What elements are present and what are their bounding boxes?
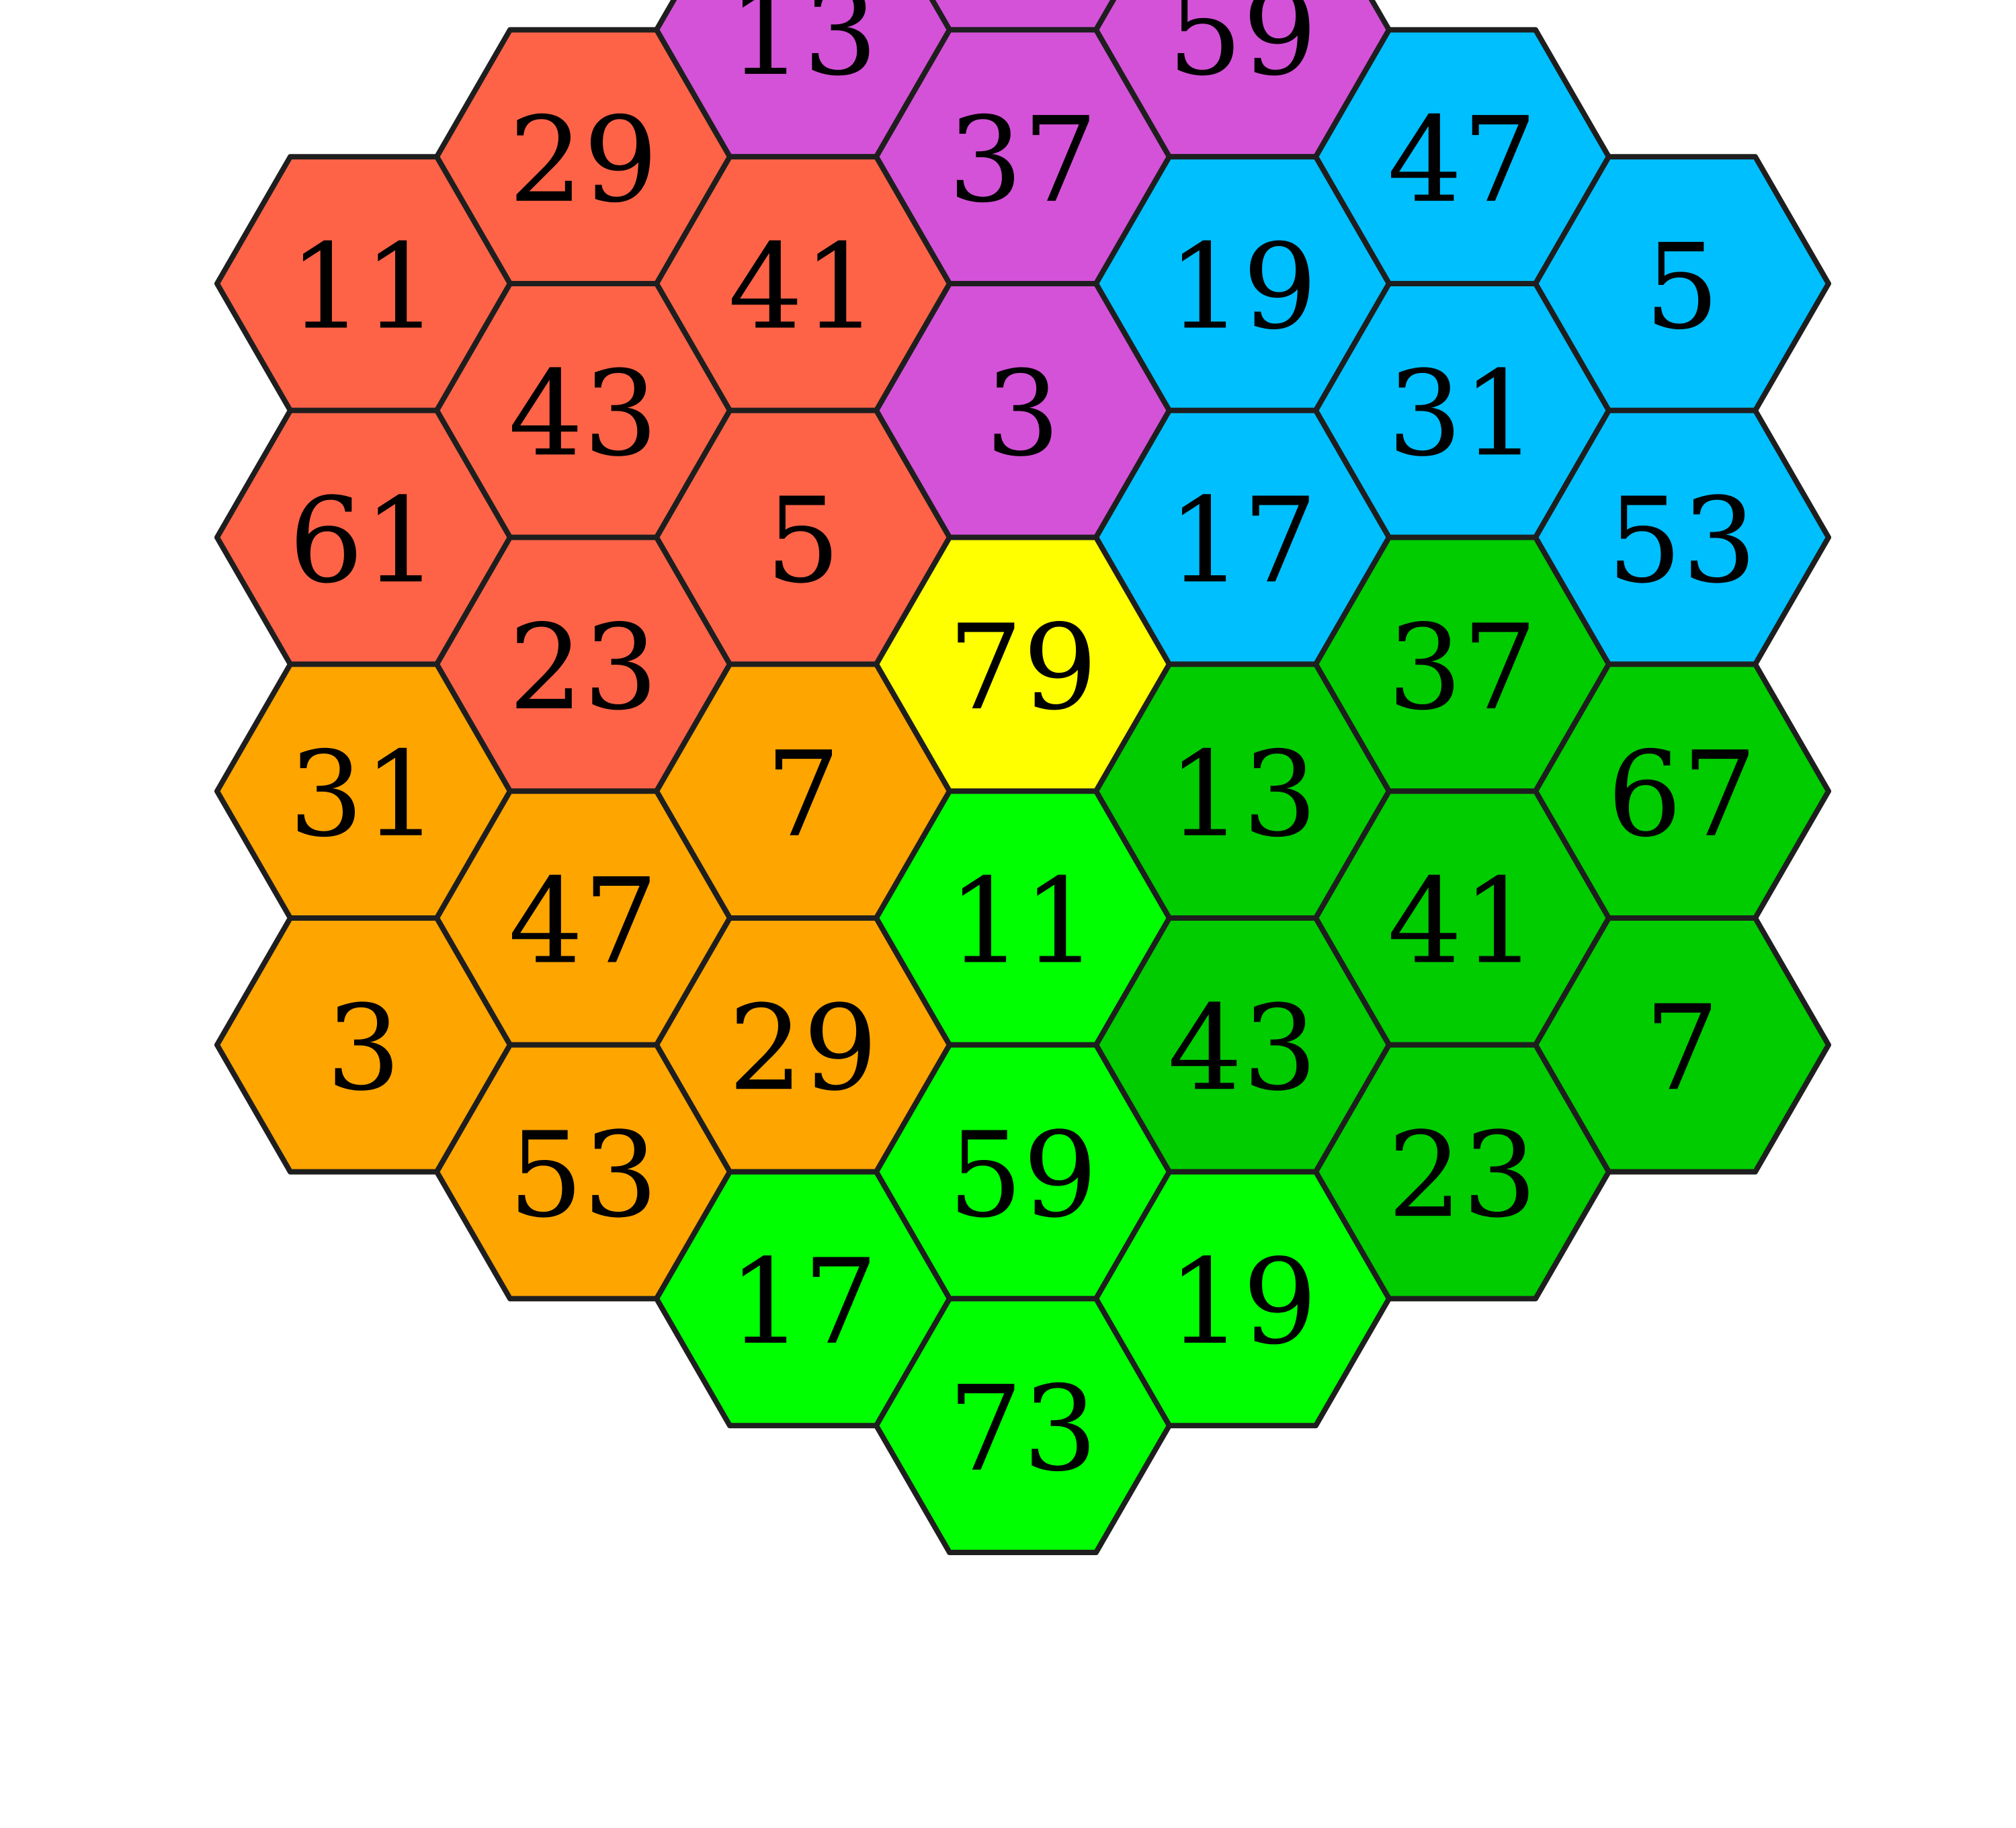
hex-number-label: 29 [728,981,878,1117]
hex-number-label: 61 [289,473,439,610]
hex-number-label: 79 [948,600,1098,737]
hex-number-label: 41 [1388,854,1538,991]
hex-cell: 59 [1093,0,1392,160]
hex-number-label: 67 [1607,727,1757,864]
hex-number-label: 7 [1644,981,1719,1117]
hex-cell: 53 [434,1042,732,1302]
hex-cell: 13 [1093,661,1392,921]
hex-cell: 19 [1093,1169,1392,1429]
hex-number-label: 13 [728,0,878,102]
hex-number-label: 47 [509,854,659,991]
hex-cell: 53 [1533,407,1831,667]
hex-number-label: 43 [509,346,659,483]
hex-number-label: 5 [765,473,840,610]
hex-number-label: 41 [728,220,878,356]
hex-number-label: 7 [765,727,840,864]
hex-cell: 5 [654,407,952,667]
hex-cell: 47 [1313,27,1611,286]
hex-number-label: 37 [1388,600,1538,737]
hex-cell: 31 [1313,281,1611,540]
hex-cell: 79 [874,534,1172,794]
hex-number-label: 17 [1168,473,1318,610]
hex-cell: 37 [1313,534,1611,794]
hex-cell: 43 [434,281,732,540]
hex-cell: 61 [214,407,513,667]
hex-cell: 11 [214,154,513,413]
hex-number-label: 13 [1168,727,1318,864]
hex-number-label: 19 [1168,220,1318,356]
hex-cell: 43 [1093,915,1392,1175]
hex-cell: 37 [874,27,1172,286]
hex-cells: 7113593732911414361523471953117537937136… [214,0,1831,1555]
hex-number-label: 31 [1388,346,1538,483]
hex-number-label: 3 [326,981,401,1117]
hex-number-label: 11 [948,854,1098,991]
hex-number-label: 11 [289,220,439,356]
hex-cell: 41 [654,154,952,413]
hex-number-label: 29 [509,93,659,229]
hex-number-label: 53 [1607,473,1757,610]
hex-number-label: 73 [948,1362,1098,1498]
hex-number-label: 59 [948,1108,1098,1244]
hex-number-label: 23 [1388,1108,1538,1244]
hex-cell: 11 [874,788,1172,1048]
hex-number-label: 17 [728,1235,878,1371]
hex-cell: 67 [1533,661,1831,921]
hex-number-label: 37 [948,93,1098,229]
hex-number-label: 31 [289,727,439,864]
hex-cell: 59 [874,1042,1172,1302]
hex-number-label: 47 [1388,93,1538,229]
hex-cell: 73 [874,1296,1172,1555]
hex-cell: 31 [214,661,513,921]
hex-number-label: 43 [1168,981,1318,1117]
hex-cell: 19 [1093,154,1392,413]
hex-number-label: 23 [509,600,659,737]
hex-number-label: 3 [985,346,1060,483]
hex-cell: 13 [654,0,952,160]
hex-number-label: 5 [1644,220,1719,356]
hex-cell: 23 [1313,1042,1611,1302]
hex-cell: 7 [654,661,952,921]
hex-tile [874,1296,1172,1555]
hex-number-label: 19 [1168,1235,1318,1371]
hex-number-label: 59 [1168,0,1318,102]
hex-cell: 3 [214,915,513,1175]
hex-cell: 17 [1093,407,1392,667]
hex-number-label: 53 [509,1108,659,1244]
